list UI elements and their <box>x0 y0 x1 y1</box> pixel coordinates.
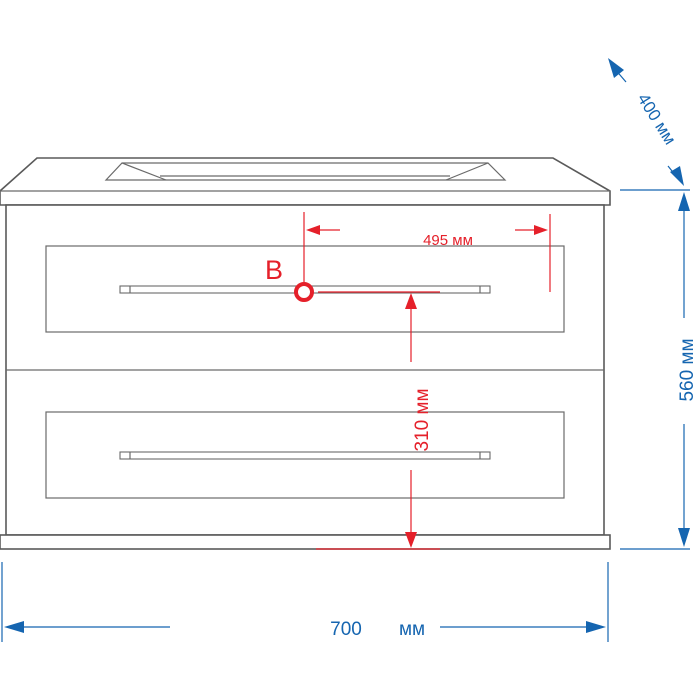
depth-dimension: 400 мм <box>608 58 684 186</box>
drain-point-marker: B <box>265 255 440 302</box>
drain-height-label: 310 мм <box>412 388 433 451</box>
depth-leader-top <box>613 67 627 83</box>
drain-offset-dimension: 495 мм <box>303 212 551 292</box>
depth-arrow-top <box>608 58 624 78</box>
height-arrow-bottom <box>678 528 690 547</box>
drain-height-dimension: 310 мм <box>316 293 440 550</box>
drain-offset-arrow-left <box>306 225 320 235</box>
lower-drawer-handle <box>119 451 491 460</box>
height-arrow-top <box>678 192 690 211</box>
drain-height-arrow-bottom <box>405 532 417 548</box>
width-arrow-left <box>4 621 24 633</box>
cabinet-plinth <box>0 534 611 550</box>
upper-drawer-panel <box>45 245 565 333</box>
depth-label: 400 мм <box>634 90 680 148</box>
drain-point-circle <box>294 282 314 302</box>
drain-offset-arrow-right <box>534 225 548 235</box>
cabinet-body <box>0 204 611 550</box>
drain-height-arrow-top <box>405 293 417 309</box>
drain-offset-label: 495 мм <box>423 232 473 249</box>
width-dimension: 700 мм <box>1 562 609 642</box>
lower-drawer-panel <box>45 411 565 499</box>
countertop-top-surface <box>0 157 611 206</box>
width-unit-label: мм <box>399 619 425 640</box>
sink-basin-inner-right <box>445 162 489 181</box>
sink-basin-inner-left <box>121 162 167 181</box>
sink-basin-rim <box>104 162 507 181</box>
depth-arrow-bottom <box>670 166 684 186</box>
width-arrow-right <box>586 621 606 633</box>
height-dimension: 560 мм <box>620 189 698 550</box>
height-label: 560 мм <box>677 338 698 401</box>
width-value-label: 700 <box>330 619 362 640</box>
countertop <box>0 157 611 206</box>
drain-point-label: B <box>265 255 283 285</box>
